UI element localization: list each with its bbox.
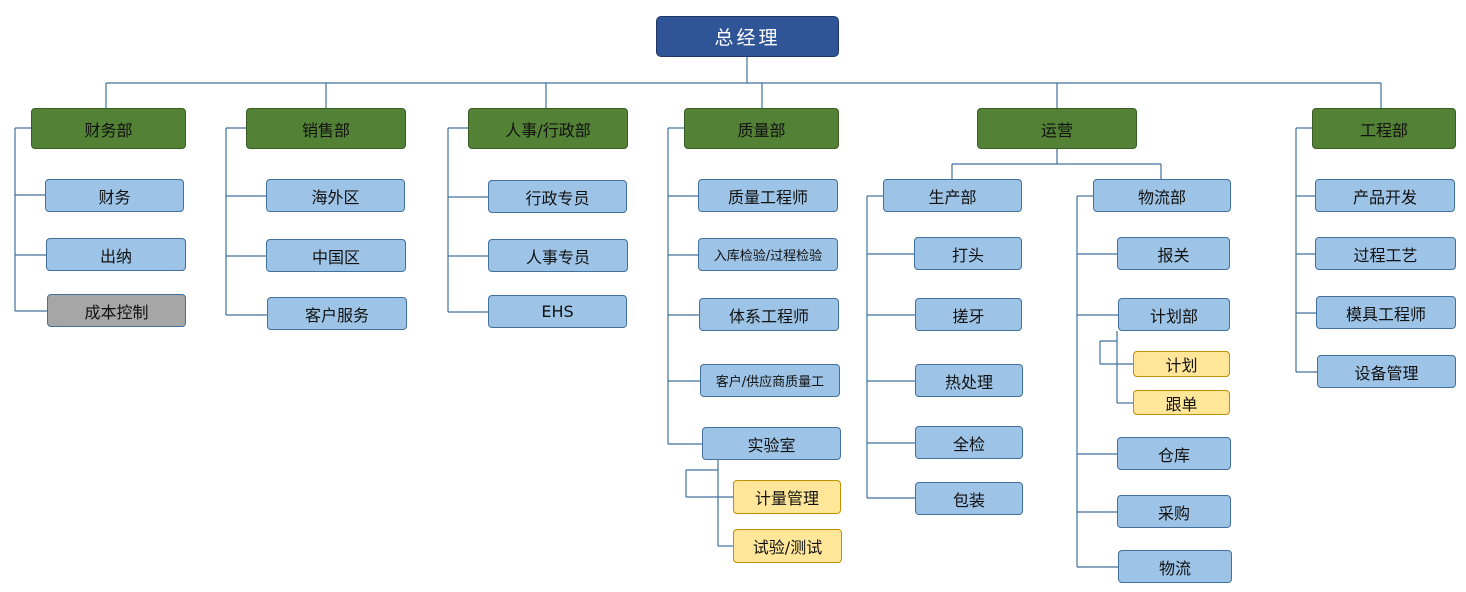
quality-item-lab: 实验室 <box>702 427 841 460</box>
hr-item: EHS <box>488 295 627 328</box>
hr-item: 行政专员 <box>488 180 627 213</box>
dept-operations: 运营 <box>977 108 1137 149</box>
production-item: 热处理 <box>915 364 1023 397</box>
sales-item: 海外区 <box>266 179 405 212</box>
quality-item: 质量工程师 <box>698 179 838 212</box>
logistics-item: 仓库 <box>1117 437 1231 470</box>
engineering-item: 设备管理 <box>1317 355 1456 388</box>
lab-sub-item: 计量管理 <box>733 480 841 514</box>
production-item: 打头 <box>914 237 1022 270</box>
dept-sales: 销售部 <box>246 108 406 149</box>
sales-item: 客户服务 <box>267 297 407 330</box>
quality-item: 客户/供应商质量工 <box>700 364 840 397</box>
logistics-item: 报关 <box>1117 237 1230 270</box>
engineering-item: 产品开发 <box>1315 179 1455 212</box>
production-item: 全检 <box>915 426 1023 459</box>
dept-production: 生产部 <box>883 179 1022 212</box>
lab-sub-item: 试验/测试 <box>733 529 842 563</box>
production-item: 搓牙 <box>915 298 1022 331</box>
finance-item: 出纳 <box>46 238 186 271</box>
logistics-item: 采购 <box>1117 495 1231 528</box>
dept-hr-admin: 人事/行政部 <box>468 108 628 149</box>
general-manager-node: 总经理 <box>656 16 839 57</box>
dept-finance: 财务部 <box>31 108 186 149</box>
dept-engineering: 工程部 <box>1312 108 1456 149</box>
dept-logistics: 物流部 <box>1093 179 1231 212</box>
dept-quality: 质量部 <box>684 108 839 149</box>
production-item: 包装 <box>915 482 1023 515</box>
engineering-item: 模具工程师 <box>1316 296 1456 329</box>
logistics-item: 物流 <box>1118 550 1232 583</box>
engineering-item: 过程工艺 <box>1315 237 1456 270</box>
sales-item: 中国区 <box>266 239 406 272</box>
quality-item: 体系工程师 <box>699 298 839 331</box>
logistics-item-planning: 计划部 <box>1118 298 1230 331</box>
planning-sub-item: 跟单 <box>1133 390 1230 415</box>
planning-sub-item: 计划 <box>1133 351 1230 377</box>
quality-item: 入库检验/过程检验 <box>698 238 838 271</box>
finance-item: 财务 <box>45 179 184 212</box>
hr-item: 人事专员 <box>488 239 628 272</box>
finance-item-cost-control: 成本控制 <box>47 294 186 327</box>
